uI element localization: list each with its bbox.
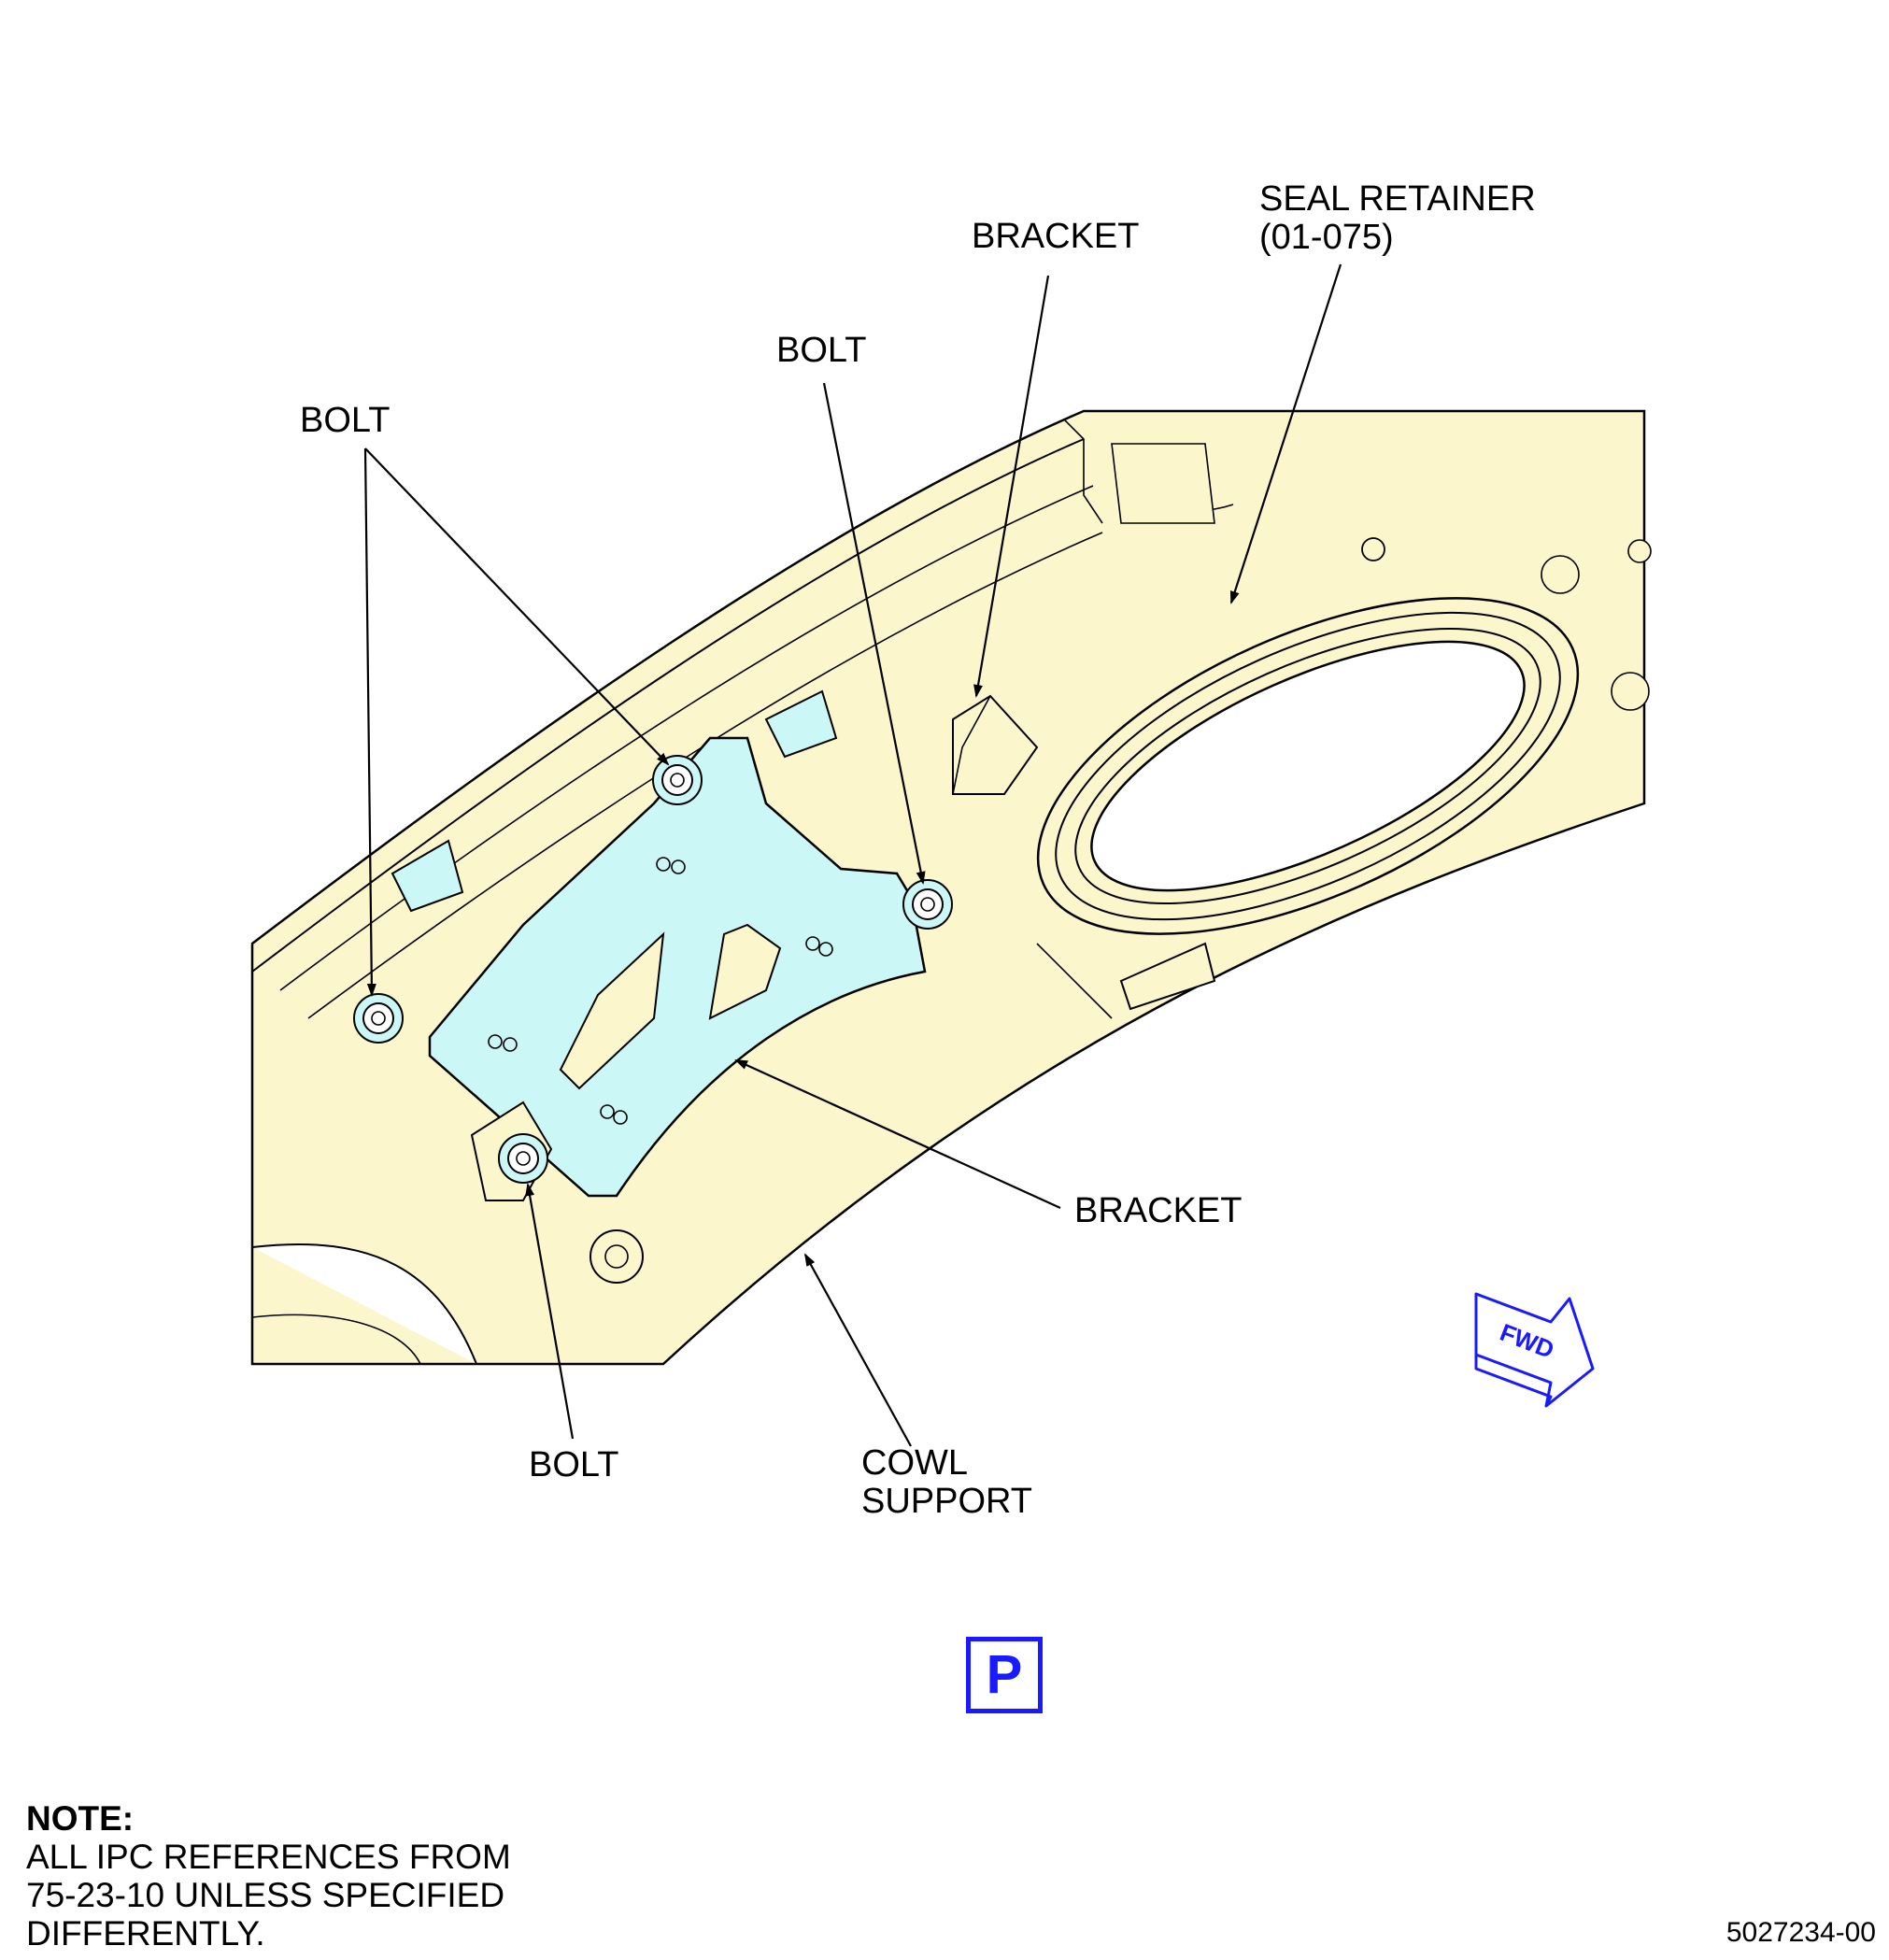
bolt-left <box>353 993 404 1044</box>
note-line-3: DIFFERENTLY. <box>26 1914 265 1953</box>
bolt-top-right <box>902 879 953 930</box>
bracket-bottom-label: BRACKET <box>1074 1191 1242 1230</box>
seal-retainer <box>1036 537 1580 935</box>
note-line-2: 75-23-10 UNLESS SPECIFIED <box>26 1876 505 1914</box>
cowl-support-label: COWL <box>861 1443 968 1483</box>
cowl-support-label-line2: SUPPORT <box>861 1482 1032 1521</box>
figure-id: 5027234-00 <box>1726 1917 1876 1948</box>
bracket-holes <box>488 857 833 1125</box>
view-label: P <box>986 1644 1023 1705</box>
note-title: NOTE: <box>26 1799 135 1838</box>
bolt-top-left-label: BOLT <box>300 401 390 440</box>
seal-retainer-label: SEAL RETAINER <box>1259 179 1536 219</box>
bolt-top-middle <box>652 755 703 805</box>
forward-arrow-icon: FWD <box>1474 1292 1595 1408</box>
note-line-1: ALL IPC REFERENCES FROM <box>26 1838 511 1876</box>
bolt-lower <box>470 1101 553 1201</box>
upper-bracket <box>952 694 1216 1011</box>
bolt-top-center-label: BOLT <box>776 331 866 370</box>
bolt-bottom-label: BOLT <box>529 1445 618 1484</box>
seal-retainer-part-number: (01-075) <box>1259 218 1394 257</box>
bracket-top-label: BRACKET <box>972 217 1139 256</box>
view-label-box: P <box>966 1637 1043 1713</box>
main-bracket <box>391 689 927 1198</box>
leader-lines <box>363 263 1342 1447</box>
note-block: NOTE: ALL IPC REFERENCES FROM 75-23-10 U… <box>26 1799 605 1953</box>
